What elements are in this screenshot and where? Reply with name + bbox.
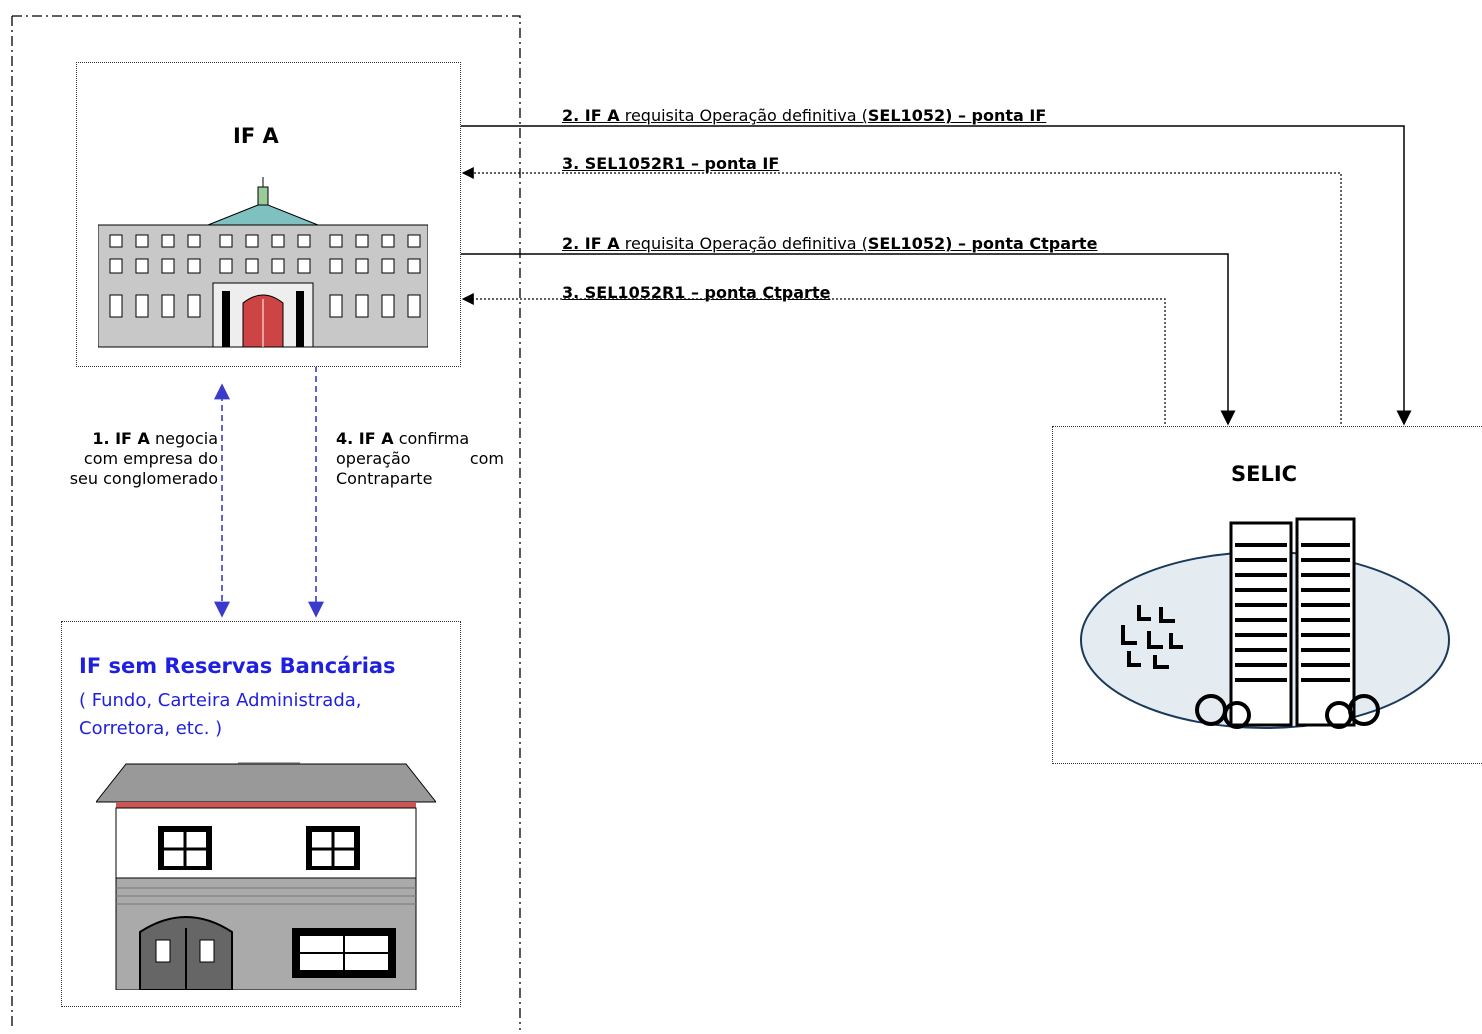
arrow-label-response-if: 3. SEL1052R1 – ponta IF bbox=[562, 154, 780, 173]
arrow-label-request-ctparte: 2. IF A requisita Operação definitiva (S… bbox=[562, 234, 1098, 253]
if-a-title: IF A bbox=[233, 124, 279, 148]
house-icon bbox=[96, 762, 436, 990]
selic-title: SELIC bbox=[1231, 462, 1298, 486]
arrow-response-if bbox=[461, 167, 1342, 424]
arrow-request-ctparte bbox=[461, 253, 1236, 426]
arrow-label-response-ctparte: 3. SEL1052R1 – ponta Ctparte bbox=[562, 283, 831, 302]
if-a-box: IF A bbox=[76, 62, 461, 367]
arrow-label-request-if: 2. IF A requisita Operação definitiva (S… bbox=[562, 106, 1047, 125]
arrow-response-ctparte bbox=[461, 293, 1166, 424]
if-sem-title: IF sem Reservas Bancárias bbox=[79, 654, 396, 678]
if-sem-subtitle-1: ( Fundo, Carteira Administrada, bbox=[79, 690, 362, 711]
if-sem-reservas-box: IF sem Reservas Bancárias ( Fundo, Carte… bbox=[61, 621, 461, 1007]
arrow-request-if bbox=[461, 125, 1412, 426]
step1-label: 1. IF A negocia com empresa do seu congl… bbox=[69, 429, 218, 488]
bank-building-icon bbox=[98, 177, 428, 348]
if-sem-subtitle-2: Corretora, etc. ) bbox=[79, 718, 223, 739]
selic-box: SELIC bbox=[1052, 426, 1482, 764]
conglomerate-boundary bbox=[11, 15, 521, 1030]
central-bank-building-icon bbox=[1080, 517, 1450, 729]
